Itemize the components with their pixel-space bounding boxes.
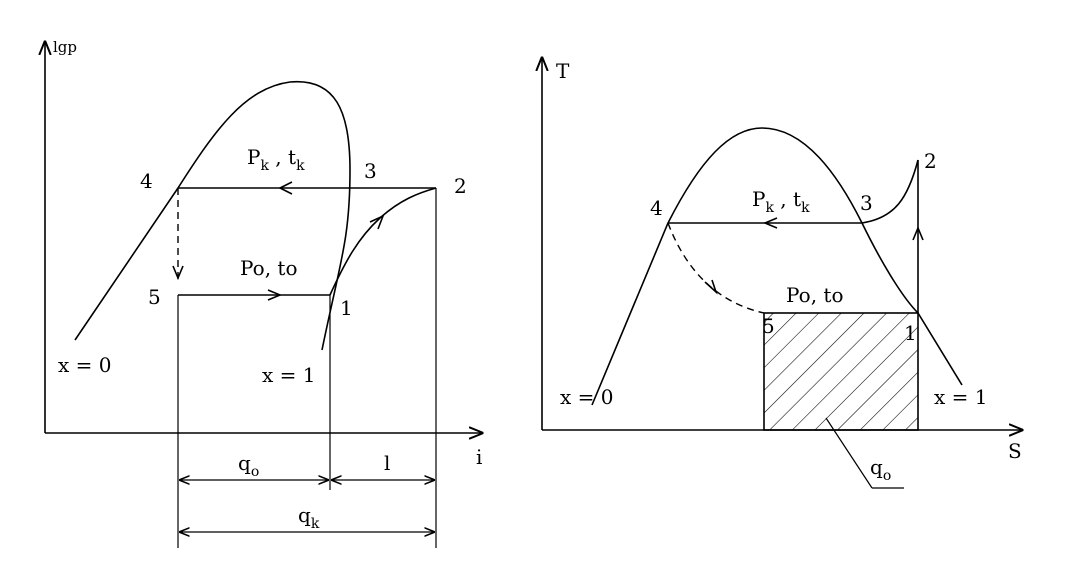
evaporation-arrow <box>267 289 283 301</box>
condensation-arrow <box>278 181 293 195</box>
q0-hatched-area <box>763 312 919 431</box>
condensing-pressure-label: Pk , tk <box>752 187 810 216</box>
superheat-line <box>861 159 919 224</box>
point-5-label: 5 <box>148 285 161 309</box>
throttling-arrow <box>704 279 718 295</box>
saturation-dome <box>591 127 963 406</box>
compression-arrow <box>369 214 385 230</box>
q0-label: qo <box>238 451 259 480</box>
t-s-diagram: T S 4 3 2 5 1 Pk , tk Po, to x = 0 x = 1… <box>542 58 1022 489</box>
point-3-label: 3 <box>860 191 873 215</box>
compression-line <box>329 187 437 296</box>
s-axis-label: S <box>1008 439 1022 463</box>
lgp-axis-label: lgp <box>53 38 77 56</box>
evaporating-pressure-label: Po, to <box>786 283 843 307</box>
x0-label: x = 0 <box>58 353 111 377</box>
t-axis-label: T <box>556 59 570 83</box>
point-5-label: 5 <box>762 314 775 338</box>
point-4-label: 4 <box>140 169 153 193</box>
x0-label: x = 0 <box>560 385 613 409</box>
q0-leader-line <box>825 417 873 489</box>
point-1-label: 1 <box>904 321 917 345</box>
q0-label: qo <box>870 455 891 484</box>
evaporating-pressure-label: Po, to <box>240 256 297 280</box>
condensation-arrow <box>762 217 778 229</box>
point-4-label: 4 <box>650 196 663 220</box>
saturation-curve <box>74 80 351 351</box>
x1-label: x = 1 <box>934 385 987 409</box>
condensing-pressure-label: Pk , tk <box>247 145 305 174</box>
lgp-i-diagram: lgp i 4 3 2 5 1 Pk , tk Po, to x = 0 <box>45 38 482 548</box>
x1-label: x = 1 <box>262 363 315 387</box>
work-label: l <box>384 451 390 475</box>
throttling-arrow <box>172 265 184 281</box>
throttling-line <box>667 222 765 314</box>
point-3-label: 3 <box>364 159 377 183</box>
point-2-label: 2 <box>454 174 467 198</box>
compression-arrow <box>912 225 924 241</box>
i-axis-label: i <box>476 445 482 469</box>
point-2-label: 2 <box>924 149 937 173</box>
qk-label: qk <box>298 503 320 532</box>
point-1-label: 1 <box>340 296 353 320</box>
